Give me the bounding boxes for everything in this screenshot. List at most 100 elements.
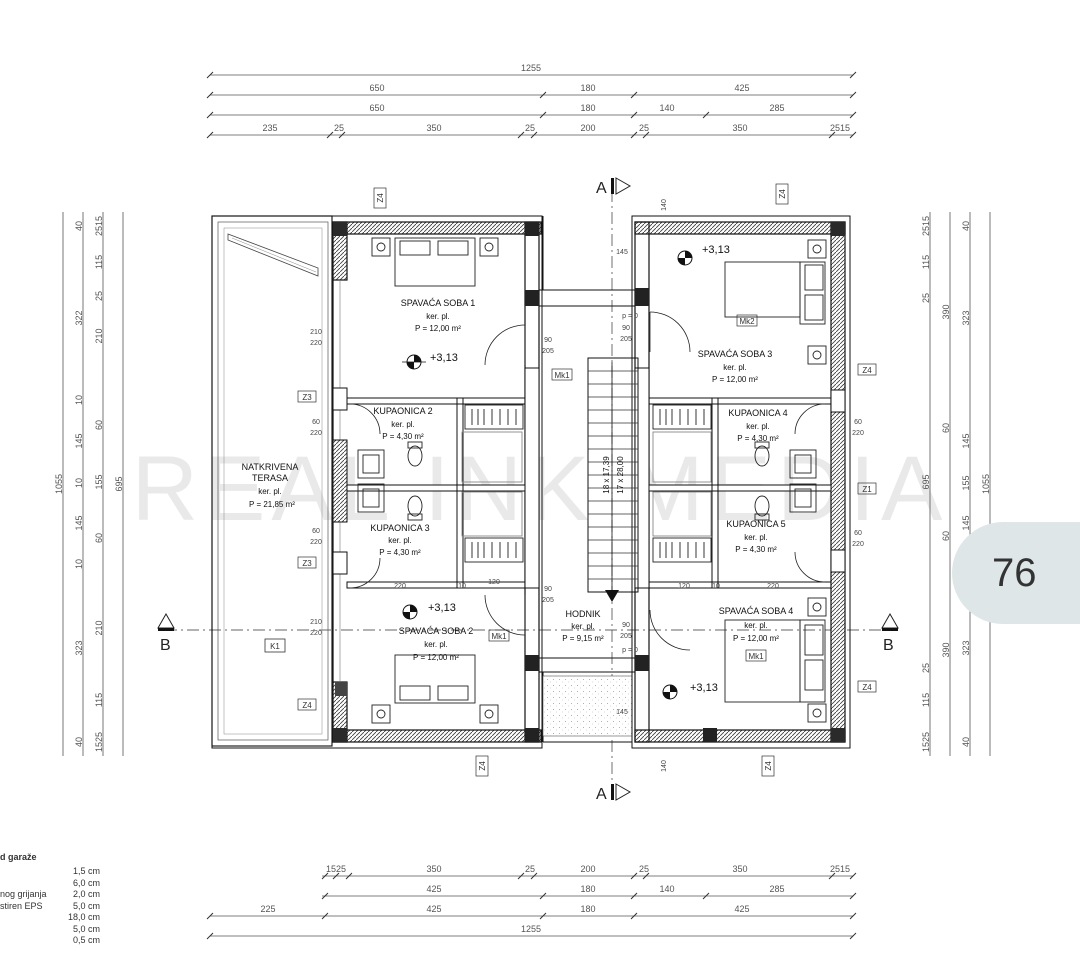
op-205-3: 205 — [542, 597, 554, 604]
dim-bot-r2-1: 180 — [580, 884, 595, 894]
door-soba3 — [649, 311, 691, 353]
level-1: +3,13 — [430, 352, 458, 364]
op-90-4: 90 — [622, 622, 630, 629]
dim-bot-r1-3: 200 — [580, 864, 595, 874]
sink-1 — [357, 449, 385, 479]
dim-right-r2-4: 145 — [961, 515, 971, 530]
dim-top-r3-4: 200 — [580, 123, 595, 133]
room-kup2-name: KUPAONICA 2 — [373, 406, 432, 416]
op-p0-1: p = 0 — [622, 313, 638, 320]
dim-left-r2-2: 25 — [94, 291, 104, 301]
sink-4 — [789, 483, 817, 513]
op-p0-2: p = 0 — [622, 647, 638, 654]
tag-z4-top-left: Z4 — [376, 193, 385, 203]
op-120-2: 120 — [678, 583, 690, 590]
room-kup5-floor: ker. pl. — [744, 533, 768, 542]
dim-right-r2-3: 155 — [961, 475, 971, 490]
tag-z4-right-1: Z4 — [862, 366, 872, 375]
tag-z4-bottom-left: Z4 — [478, 761, 487, 771]
room-soba1-name: SPAVAĆA SOBA 1 — [401, 298, 476, 308]
dim-right-r2-2: 145 — [961, 433, 971, 448]
tag-z4-bottom-right: Z4 — [764, 761, 773, 771]
dim-top-r2-2: 140 — [659, 103, 674, 113]
op-60-1: 60 — [312, 419, 320, 426]
dim-top-r3-7: 2515 — [830, 123, 850, 133]
op-60-4: 60 — [854, 530, 862, 537]
legend-row: 18,0 cm — [67, 912, 100, 922]
room-kup2-floor: ker. pl. — [391, 420, 415, 429]
op-60-2: 60 — [312, 528, 320, 535]
dim-right-total: 1055 — [981, 474, 991, 494]
op-145-1: 145 — [616, 709, 628, 716]
op-10-1: 10 — [458, 583, 466, 590]
section-a-bottom: A — [596, 786, 607, 803]
room-soba3-floor: ker. pl. — [723, 363, 747, 372]
toilet-1 — [407, 445, 423, 467]
page-number: 76 — [992, 550, 1037, 595]
room-soba2-floor: ker. pl. — [424, 640, 448, 649]
dim-left-r1-7: 323 — [74, 640, 84, 655]
level-2: +3,13 — [428, 602, 456, 614]
bed-2 — [394, 654, 476, 704]
room-terasa-area: P = 21,85 m² — [249, 500, 295, 509]
room-terasa-floor: ker. pl. — [258, 487, 282, 496]
room-kup4-name: KUPAONICA 4 — [728, 408, 787, 418]
dim-top-r3-0: 235 — [262, 123, 277, 133]
op-145-2: 145 — [616, 249, 628, 256]
dim-right-r1-2: 25 — [921, 293, 931, 303]
tag-z1: Z1 — [862, 485, 872, 494]
section-b-right: B — [883, 637, 894, 654]
room-kup3-area: P = 4,30 m² — [379, 548, 421, 557]
dim-left-r1-8: 40 — [74, 737, 84, 747]
section-a-top: A — [596, 180, 607, 197]
tag-mk1-soba4: Mk1 — [748, 652, 764, 661]
room-soba2-area: P = 12,00 m² — [413, 653, 459, 662]
dim-bot-r2-3: 285 — [769, 884, 784, 894]
opening-dimensions: 210 220 60 220 60 220 210 220 90 205 90 … — [310, 199, 864, 772]
dim-bot-r2-2: 140 — [659, 884, 674, 894]
room-soba1-area: P = 12,00 m² — [415, 324, 461, 333]
dim-bot-r3-2: 180 — [580, 904, 595, 914]
section-b-left: B — [160, 637, 171, 654]
dim-right-r1-7: 60 — [941, 531, 951, 541]
door-soba4 — [649, 609, 691, 651]
legend-row: 0,5 cm — [72, 935, 100, 945]
dim-bot-total: 1255 — [521, 924, 541, 934]
room-soba1-floor: ker. pl. — [426, 312, 450, 321]
wardrobe-4 — [652, 537, 712, 563]
left-dimensions: 1055 40 322 10 145 10 145 10 323 40 2515… — [54, 212, 124, 756]
dim-bot-r3-3: 425 — [734, 904, 749, 914]
room-kup3-name: KUPAONICA 3 — [370, 523, 429, 533]
furniture — [357, 237, 827, 724]
dim-right-r1-10: 25 — [921, 663, 931, 673]
page-number-badge: 76 — [952, 522, 1080, 624]
level-3: +3,13 — [702, 244, 730, 256]
dim-top-r1-1: 180 — [580, 83, 595, 93]
dim-left-r2-7: 60 — [94, 533, 104, 543]
op-220-8: 220 — [852, 541, 864, 548]
room-labels: SPAVAĆA SOBA 1 ker. pl. P = 12,00 m² SPA… — [242, 298, 794, 662]
dim-left-r2-11: 115 — [94, 693, 104, 707]
dim-top-total: 1255 — [521, 63, 541, 73]
room-soba3-area: P = 12,00 m² — [712, 375, 758, 384]
legend-row: 1,5 cm — [72, 866, 100, 876]
bed-1 — [394, 237, 476, 287]
dim-right-mid: 695 — [921, 474, 931, 489]
dim-bot-r1-4: 25 — [639, 864, 649, 874]
room-soba2-name: SPAVAĆA SOBA 2 — [399, 626, 474, 636]
dim-bot-r1-2: 25 — [525, 864, 535, 874]
stair-label-1: 18 x 17,39 — [602, 456, 611, 494]
op-60-3: 60 — [854, 419, 862, 426]
dim-left-r1-6: 10 — [74, 559, 84, 569]
legend-title: d garaže — [0, 852, 37, 862]
right-dimensions: 2515 115 25 695 25 115 1525 390 60 60 39… — [921, 212, 991, 756]
dim-bot-r1-6: 2515 — [830, 864, 850, 874]
room-kup3-floor: ker. pl. — [388, 536, 412, 545]
dim-right-r2-0: 40 — [961, 221, 971, 231]
door-kup2 — [349, 403, 381, 435]
room-hodnik-floor: ker. pl. — [571, 622, 595, 631]
dim-top-r3-6: 350 — [732, 123, 747, 133]
walls — [211, 215, 851, 749]
